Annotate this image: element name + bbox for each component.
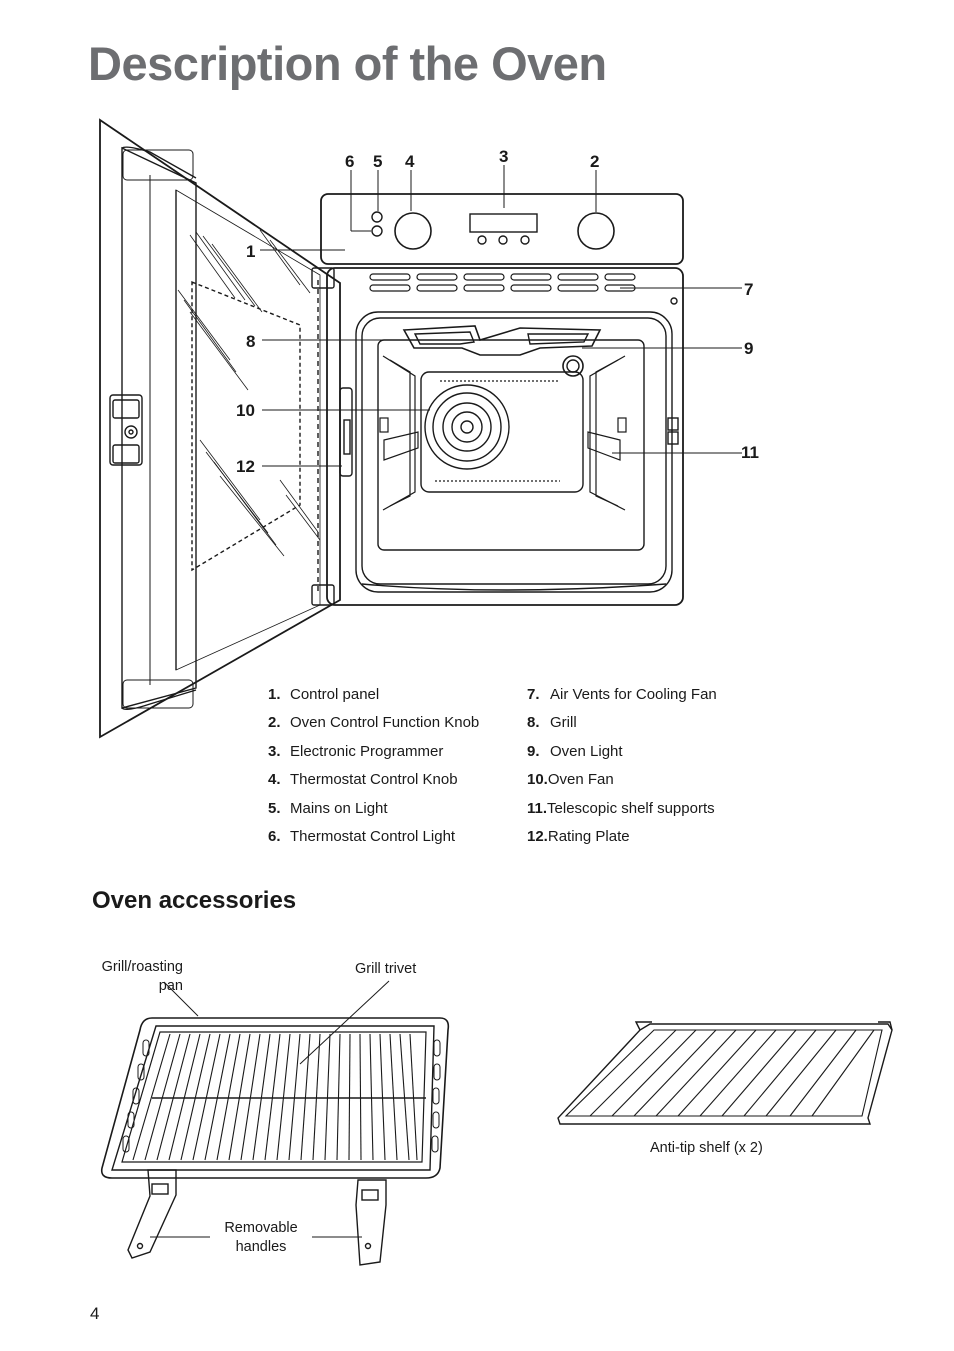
leader-lines [260,165,742,467]
label-removable-handles: Removable handles [224,1220,298,1255]
callout-8: 8 [246,332,255,351]
label-anti-tip-shelf: Anti-tip shelf (x 2) [650,1140,763,1156]
callout-12: 12 [236,457,255,476]
list-item: 11.Telescopic shelf supports [527,799,715,817]
page-number: 4 [90,1304,100,1323]
section-heading-accessories: Oven accessories [92,887,297,914]
list-item: 7.Air Vents for Cooling Fan [527,686,717,703]
list-item: 6.Thermostat Control Light [268,828,456,846]
callout-6: 6 [345,152,354,171]
list-item: 4.Thermostat Control Knob [268,771,458,789]
callout-4: 4 [405,152,415,171]
callout-11: 11 [741,443,759,462]
oven-cavity [326,267,684,606]
list-item: 12.Rating Plate [527,828,630,846]
anti-tip-shelf-illustration [557,1021,893,1125]
callout-9: 9 [744,339,753,358]
callout-7: 7 [744,280,753,299]
grill-pan-illustration [100,980,450,1266]
list-item: 2.Oven Control Function Knob [268,714,480,732]
page-title: Description of the Oven [88,37,607,90]
parts-list-right: 7.Air Vents for Cooling Fan 8.Grill 9.Ov… [527,681,717,851]
list-item: 8.Grill [527,714,577,732]
callout-1: 1 [246,242,255,261]
control-panel [320,193,684,265]
parts-list-left: 1.Control panel 2.Oven Control Function … [268,681,479,851]
callout-5: 5 [373,152,382,171]
list-item: 10.Oven Fan [527,771,614,789]
oven-door [99,118,341,739]
callout-3: 3 [499,147,508,166]
list-item: 9.Oven Light [527,742,623,760]
list-item: 5.Mains on Light [268,799,388,817]
label-grill-trivet: Grill trivet [355,961,417,977]
callout-2: 2 [590,152,599,171]
callout-10: 10 [236,401,255,420]
label-grill-roasting-pan: Grill/roasting pan [101,959,183,994]
list-item: 1.Control panel [268,686,380,703]
list-item: 3.Electronic Programmer [268,742,444,760]
callout-numbers: 1 2 3 4 5 6 7 8 9 10 11 12 [236,147,759,476]
